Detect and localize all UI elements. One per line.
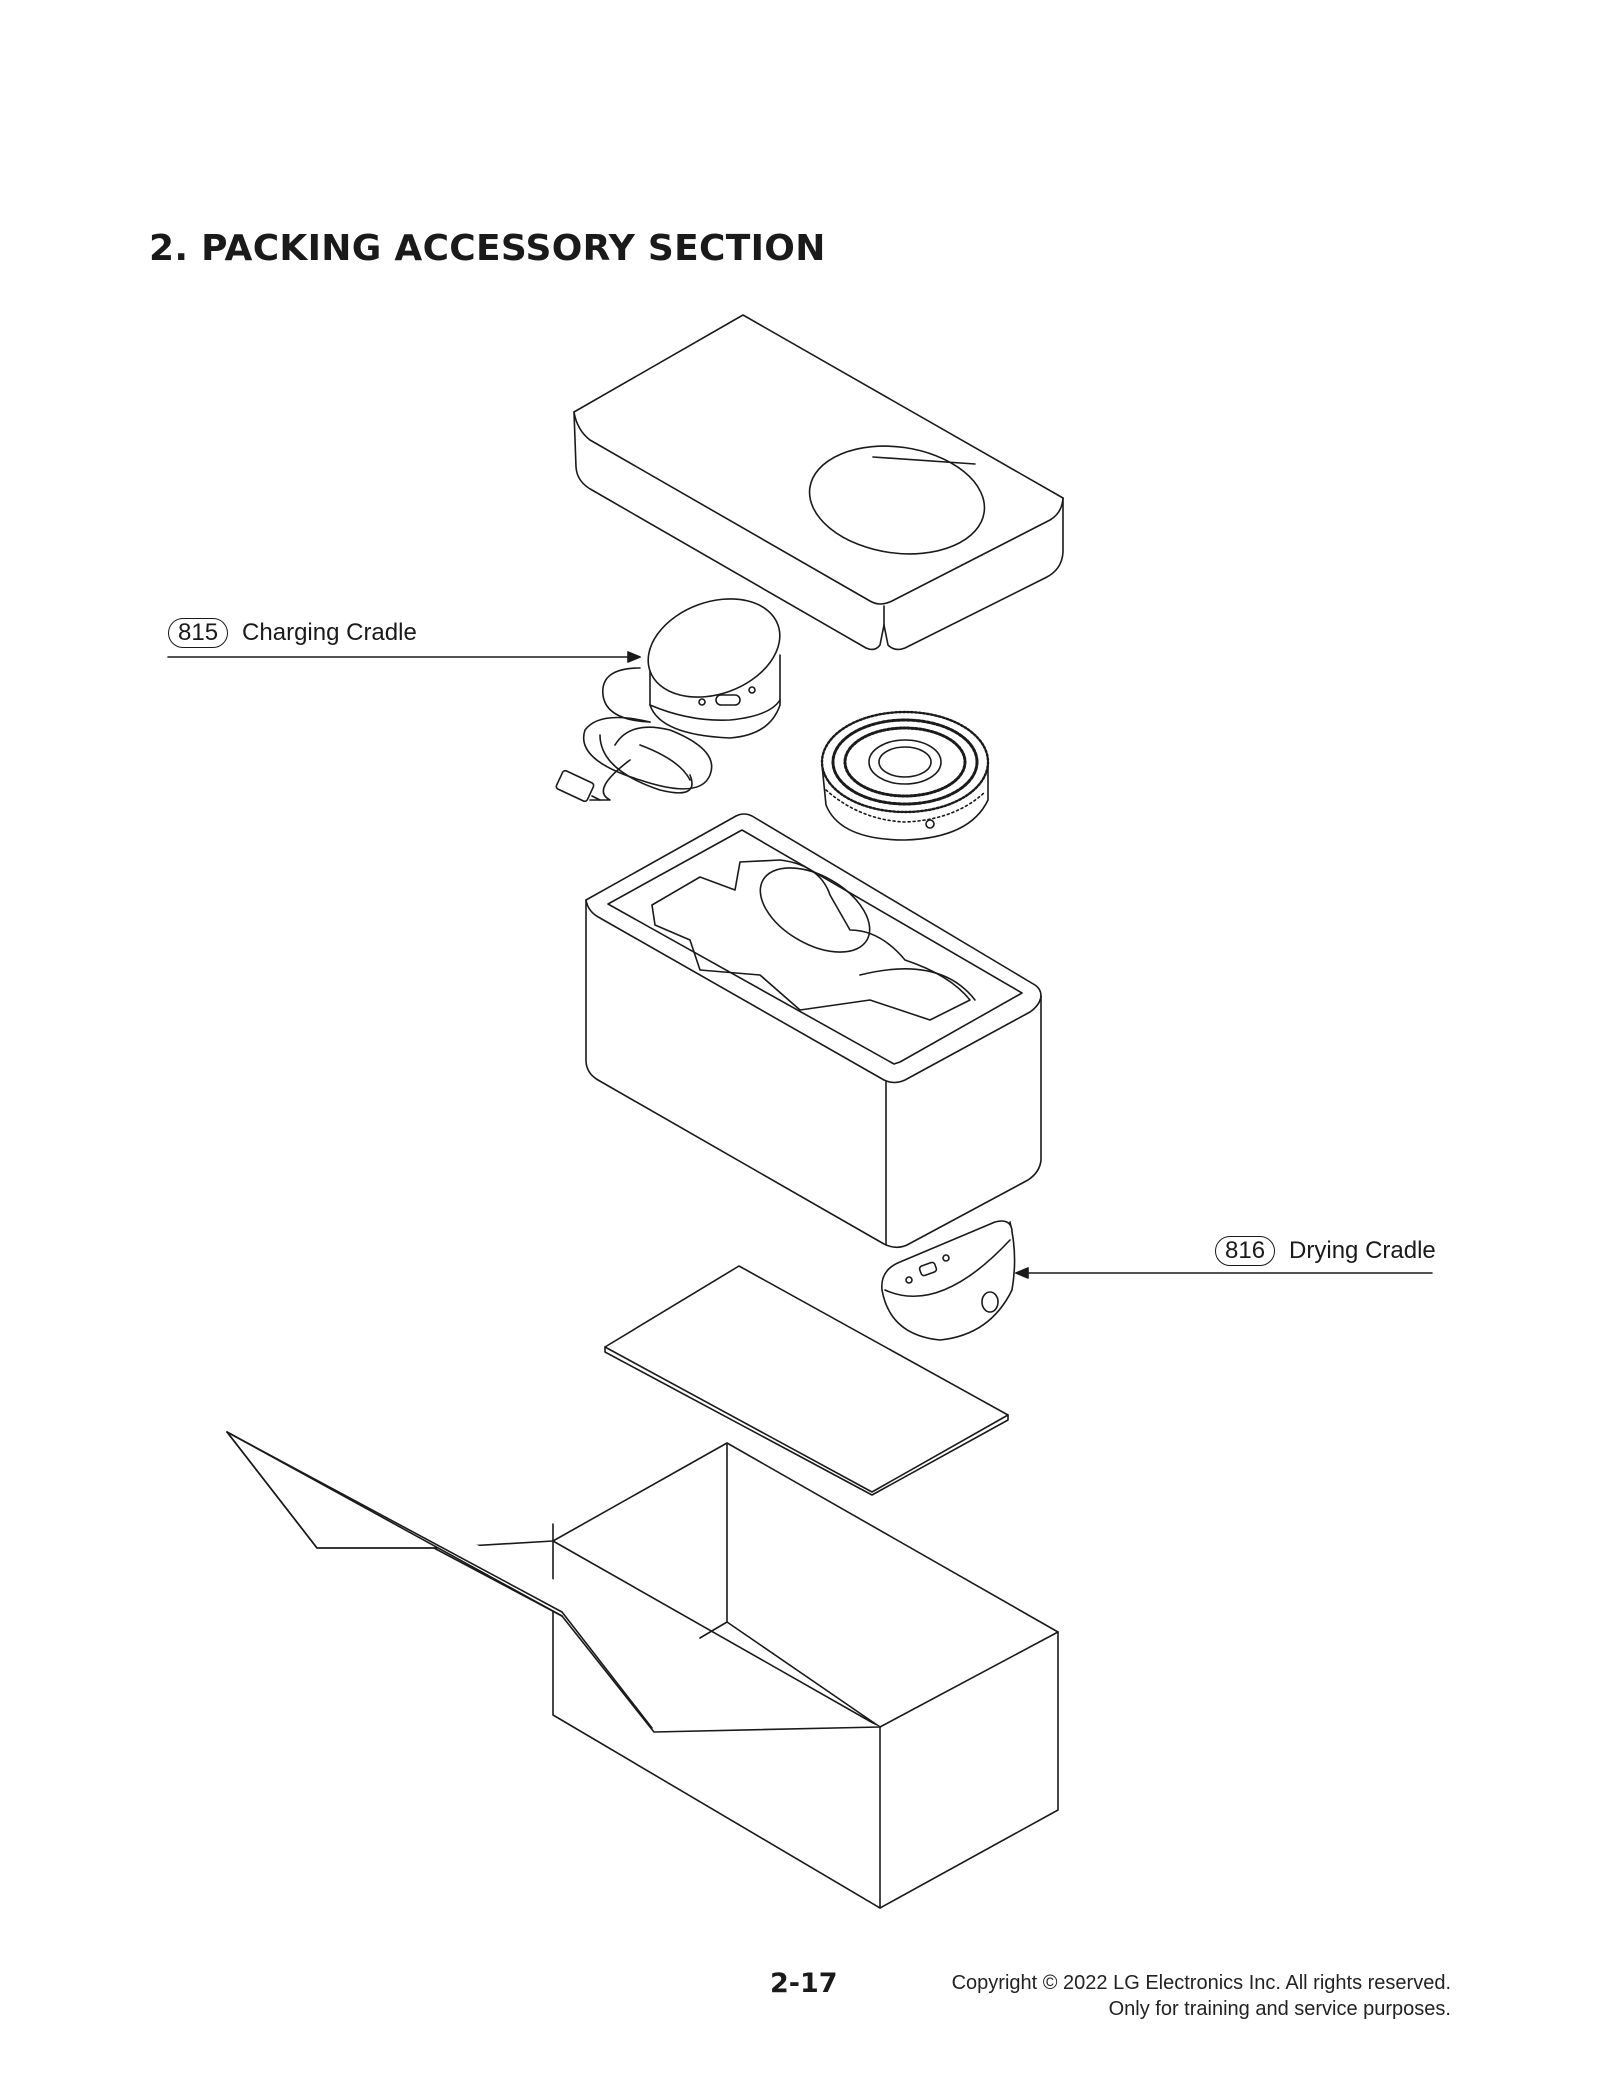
inner-tray [585,813,1042,1249]
page-number: 2-17 [770,1968,838,1999]
charging-cradle [555,598,781,803]
leader-815 [167,651,641,663]
usage-line: Only for training and service purposes. [1108,1998,1451,2020]
copyright-line: Copyright © 2022 LG Electronics Inc. All… [951,1972,1451,1994]
part-label: Drying Cradle [1289,1237,1436,1264]
part-number-badge: 816 [1215,1236,1276,1266]
outer-box [226,1431,1059,1909]
brush-head [820,710,990,841]
section-title: 2. PACKING ACCESSORY SECTION [149,228,826,269]
leader-816 [1015,1267,1433,1279]
copyright-notice: Copyright © 2022 LG Electronics Inc. All… [952,1970,1451,2022]
callout-charging-cradle: 815 Charging Cradle [168,618,417,648]
part-label: Charging Cradle [242,619,417,646]
drying-cradle [881,1220,1016,1341]
instruction-leaflet [604,1265,1009,1496]
part-number-badge: 815 [168,618,229,648]
callout-drying-cradle: 816 Drying Cradle [1215,1236,1436,1266]
box-lid [573,314,1064,651]
